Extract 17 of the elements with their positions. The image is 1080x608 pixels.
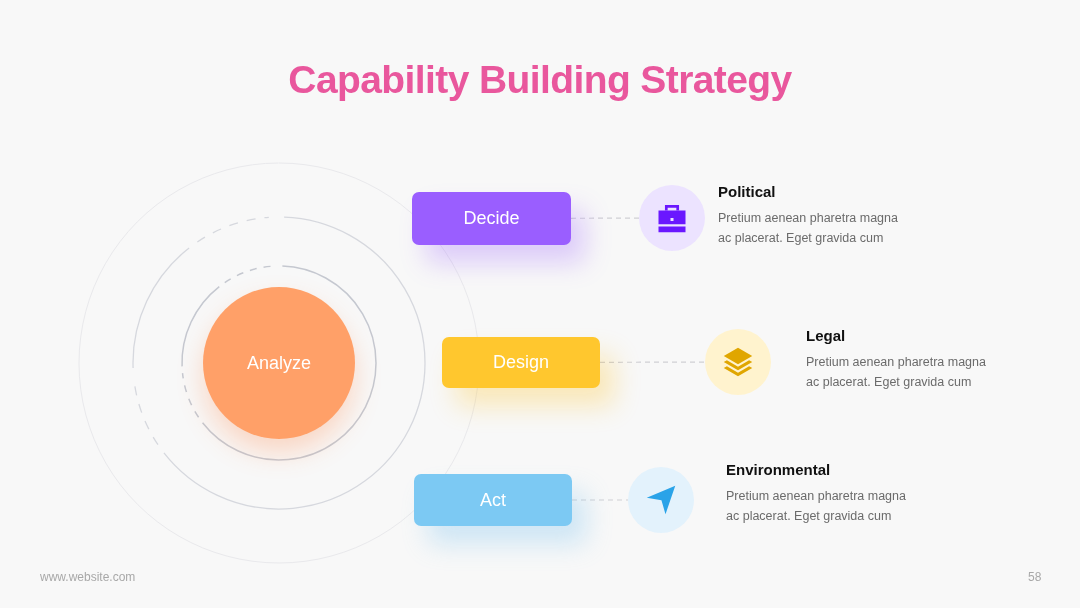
step-label: Analyze <box>246 352 311 374</box>
item-description: Pretium aenean pharetra magna ac placerat. Eget gravida cum <box>726 488 907 525</box>
center-circle <box>203 287 355 439</box>
item-description: Pretium aenean pharetra magna ac placerat. Eget gravida cum <box>718 210 899 247</box>
step-label: Act <box>480 489 506 511</box>
item-heading: Environmental <box>726 461 831 478</box>
item-heading: Political <box>718 183 776 200</box>
step-label: Design <box>493 352 549 373</box>
step-box <box>412 192 571 245</box>
step-box <box>442 337 600 388</box>
step-label: Decide <box>463 208 520 229</box>
item-description: Pretium aenean pharetra magna ac placerat. Eget gravida cum <box>806 354 987 391</box>
slide-title: Capability Building Strategy <box>288 58 792 101</box>
item-heading: Legal <box>806 327 846 344</box>
step-box <box>414 474 572 526</box>
page-number: 58 <box>1028 570 1042 584</box>
footer-url: www.website.com <box>40 570 136 584</box>
